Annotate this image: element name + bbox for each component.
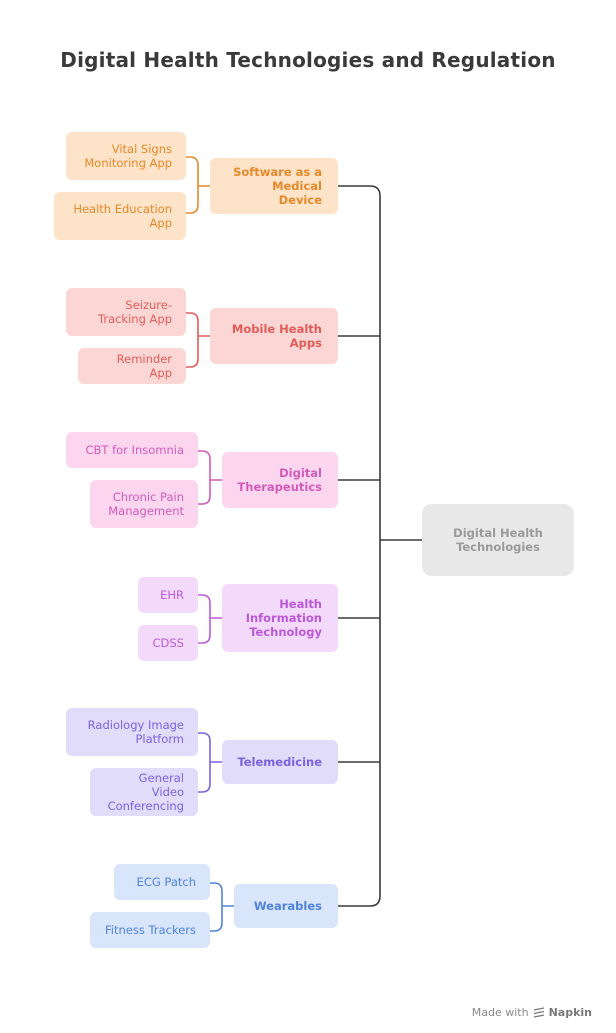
bracket-hit	[198, 594, 222, 644]
category-label: Health Information Technology	[245, 597, 322, 639]
diagram-title: Digital Health Technologies and Regulati…	[60, 48, 556, 72]
bracket-mobile	[186, 312, 210, 368]
category-label: Wearables	[253, 899, 322, 913]
bracket-tele	[198, 732, 222, 793]
leaf-label: Vital Signs Monitoring App	[84, 142, 172, 170]
leaf-ehr: EHR	[138, 577, 198, 613]
bracket-dtx	[198, 450, 222, 505]
category-label: Mobile Health Apps	[231, 322, 322, 350]
leaf-vital-signs: Vital Signs Monitoring App	[66, 132, 186, 180]
leaf-label: General Video Conferencing	[107, 771, 184, 813]
leaf-label: Fitness Trackers	[105, 923, 196, 937]
made-with-text: Made with	[471, 1006, 529, 1019]
root-node: Digital Health Technologies	[422, 504, 574, 576]
category-label: Telemedicine	[237, 755, 322, 769]
footer-branding: Made with Napkin	[472, 1006, 592, 1019]
category-wearables: Wearables	[234, 884, 338, 928]
bracket-wear	[210, 882, 234, 932]
leaf-chronic-pain: Chronic Pain Management	[90, 480, 198, 528]
leaf-label: ECG Patch	[136, 875, 196, 889]
leaf-label: EHR	[160, 588, 184, 602]
leaf-label: Chronic Pain Management	[108, 490, 184, 518]
leaf-reminder-app: Reminder App	[78, 348, 186, 384]
leaf-fitness-trackers: Fitness Trackers	[90, 912, 210, 948]
leaf-label: Reminder App	[116, 352, 172, 380]
napkin-logo-icon	[533, 1006, 544, 1018]
leaf-label: CDSS	[152, 636, 185, 650]
category-digital-therapeutics: Digital Therapeutics	[222, 452, 338, 508]
leaf-seizure-tracking: Seizure-Tracking App	[66, 288, 186, 336]
category-health-it: Health Information Technology	[222, 584, 338, 652]
leaf-label: Health Education App	[73, 202, 172, 230]
leaf-label: Radiology Image Platform	[87, 718, 184, 746]
category-label: Software as a Medical Device	[233, 165, 322, 207]
category-samd: Software as a Medical Device	[210, 158, 338, 214]
category-label: Digital Therapeutics	[237, 466, 323, 494]
leaf-cdss: CDSS	[138, 625, 198, 661]
category-telemedicine: Telemedicine	[222, 740, 338, 784]
leaf-cbt-insomnia: CBT for Insomnia	[66, 432, 198, 468]
leaf-radiology-platform: Radiology Image Platform	[66, 708, 198, 756]
leaf-health-education: Health Education App	[54, 192, 186, 240]
leaf-video-conferencing: General Video Conferencing	[90, 768, 198, 816]
bracket-samd	[186, 156, 210, 214]
leaf-label: Seizure-Tracking App	[98, 298, 172, 326]
category-mobile-health: Mobile Health Apps	[210, 308, 338, 364]
trunk-spine	[332, 185, 381, 907]
root-label: Digital Health Technologies	[453, 526, 543, 554]
leaf-ecg-patch: ECG Patch	[114, 864, 210, 900]
leaf-label: CBT for Insomnia	[85, 443, 184, 457]
brand-name: Napkin	[548, 1006, 592, 1019]
